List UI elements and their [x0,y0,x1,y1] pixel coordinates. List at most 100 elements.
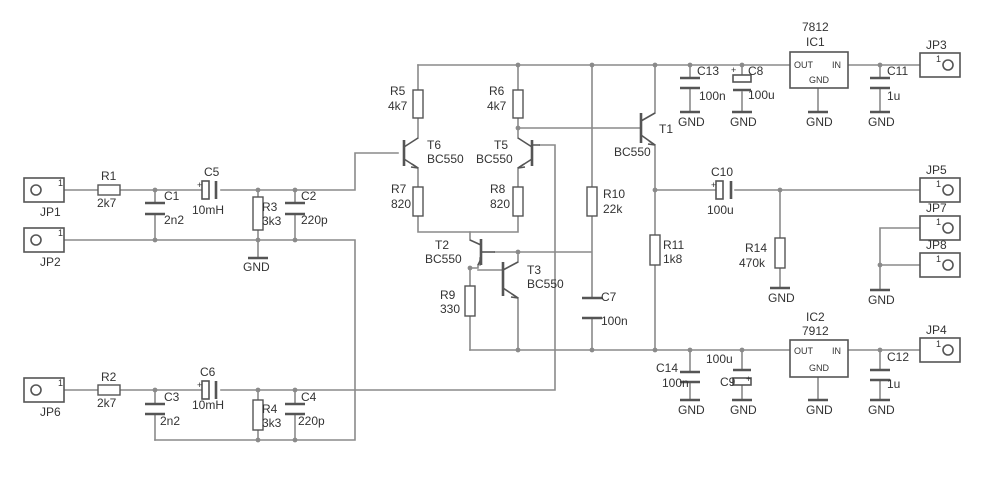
capacitor-c12[interactable]: C12 1u [870,350,909,391]
svg-text:1k8: 1k8 [663,252,683,266]
resistor-r14[interactable]: R14 470k [739,237,786,270]
gnd-icon: GND [868,398,895,417]
capacitor-c10[interactable]: + C10 100u [707,165,734,217]
svg-text:C11: C11 [887,64,908,78]
connector-jp7[interactable]: 1 JP7 [919,201,961,241]
capacitor-c7[interactable]: C7 100n [582,290,628,328]
svg-text:T1: T1 [659,122,673,136]
resistor-r9[interactable]: R9 330 [440,285,476,317]
resistor-r8[interactable]: R8 820 [490,182,524,217]
svg-text:220p: 220p [301,213,328,227]
capacitor-c11[interactable]: C11 1u [870,64,908,103]
svg-text:GND: GND [678,403,705,417]
svg-text:GND: GND [243,260,270,274]
gnd-icon: GND [806,110,833,129]
jp1-label: JP1 [40,205,61,219]
resistor-r10[interactable]: R10 22k [586,186,625,217]
svg-text:T6: T6 [427,138,441,152]
capacitor-c13[interactable]: C13 100n [680,64,726,103]
resistor-r5[interactable]: R5 4k7 [388,84,424,119]
resistor-r7[interactable]: R7 820 [391,182,424,217]
gnd-icon: GND [243,256,270,274]
capacitor-c1[interactable]: C1 2n2 [145,189,184,227]
jp6-label: JP6 [40,405,61,419]
regulator-ic2[interactable]: OUT IN GND IC2 7912 [789,310,849,378]
svg-text:C8: C8 [748,64,764,78]
capacitor-c14[interactable]: C14 100n [656,361,700,390]
capacitor-c5[interactable]: + C5 10mH [192,165,224,217]
pin-label: 1 [936,54,941,64]
svg-text:3k3: 3k3 [262,214,282,228]
svg-text:OUT: OUT [794,346,814,356]
connector-jp4[interactable]: 1 JP4 [919,323,961,363]
svg-text:+: + [197,380,202,390]
svg-text:+: + [197,180,202,190]
capacitor-c2[interactable]: C2 220p [285,189,328,227]
svg-text:R3: R3 [262,200,278,214]
transistor-t2[interactable]: T2 BC550 [425,238,495,266]
gnd-icon: GND [806,398,833,417]
capacitor-c3[interactable]: C3 2n2 [145,390,180,428]
pin-label: 1 [936,217,941,227]
transistor-t6[interactable]: T6 BC550 [402,137,464,169]
svg-text:C6: C6 [200,365,216,379]
capacitor-c6[interactable]: + C6 10mH [192,365,224,412]
resistor-r4[interactable]: R4 3k3 [252,399,282,431]
svg-text:10mH: 10mH [192,203,224,217]
gnd-icon: GND [868,110,895,129]
svg-text:R14: R14 [745,241,767,255]
svg-text:7912: 7912 [802,324,829,338]
gnd-icon: GND [730,398,757,417]
connector-jp8[interactable]: 1 JP8 [919,238,961,278]
svg-text:GND: GND [806,403,833,417]
svg-text:C2: C2 [301,189,317,203]
svg-text:100n: 100n [601,314,628,328]
capacitor-c9[interactable]: + 100u C9 [706,352,752,389]
svg-text:T3: T3 [527,263,541,277]
svg-text:7812: 7812 [802,20,829,34]
pin-label: 1 [58,178,63,188]
svg-text:C4: C4 [301,390,317,404]
svg-text:100u: 100u [748,88,775,102]
connector-jp1[interactable]: 1 JP1 [23,177,65,219]
svg-text:+: + [731,65,736,75]
resistor-r1[interactable]: R1 2k7 [97,169,121,210]
connector-jp2[interactable]: 1 JP2 [23,227,65,269]
resistor-r2[interactable]: R2 2k7 [97,370,121,410]
capacitor-c8[interactable]: + C8 100u [731,64,775,102]
svg-text:GND: GND [768,291,795,305]
svg-text:+: + [746,374,751,384]
svg-text:R2: R2 [101,370,117,384]
regulator-ic1[interactable]: OUT IN GND 7812 IC1 [789,20,849,89]
svg-text:BC550: BC550 [425,252,462,266]
resistor-r11[interactable]: R11 1k8 [649,234,684,266]
jp4-label: JP4 [926,323,947,337]
connector-jp5[interactable]: 1 JP5 [919,163,961,203]
resistor-r3[interactable]: R3 3k3 [252,196,282,231]
transistor-t3[interactable]: T3 BC550 [501,261,564,299]
svg-text:BC550: BC550 [476,152,513,166]
svg-text:IN: IN [832,60,841,70]
svg-text:BC550: BC550 [527,277,564,291]
svg-text:R7: R7 [391,182,407,196]
transistor-t1[interactable]: T1 BC550 [614,112,673,159]
svg-text:C3: C3 [164,390,180,404]
resistor-r6[interactable]: R6 4k7 [487,84,524,119]
svg-text:GND: GND [868,115,895,129]
gnd-icon: GND [768,286,795,305]
svg-text:GND: GND [868,293,895,307]
jp7-label: JP7 [926,201,947,215]
transistor-t5[interactable]: T5 BC550 [476,137,540,169]
svg-text:100n: 100n [662,376,689,390]
gnd-icon: GND [678,398,705,417]
svg-text:C14: C14 [656,361,678,375]
svg-text:2n2: 2n2 [160,414,180,428]
capacitor-c4[interactable]: C4 220p [285,390,325,428]
svg-text:IN: IN [832,346,841,356]
svg-text:C9: C9 [720,375,736,389]
connector-jp3[interactable]: 1 JP3 [919,38,961,78]
svg-text:GND: GND [809,75,830,85]
svg-text:C1: C1 [164,189,180,203]
connector-jp6[interactable]: 1 JP6 [23,377,65,419]
svg-text:10mH: 10mH [192,398,224,412]
